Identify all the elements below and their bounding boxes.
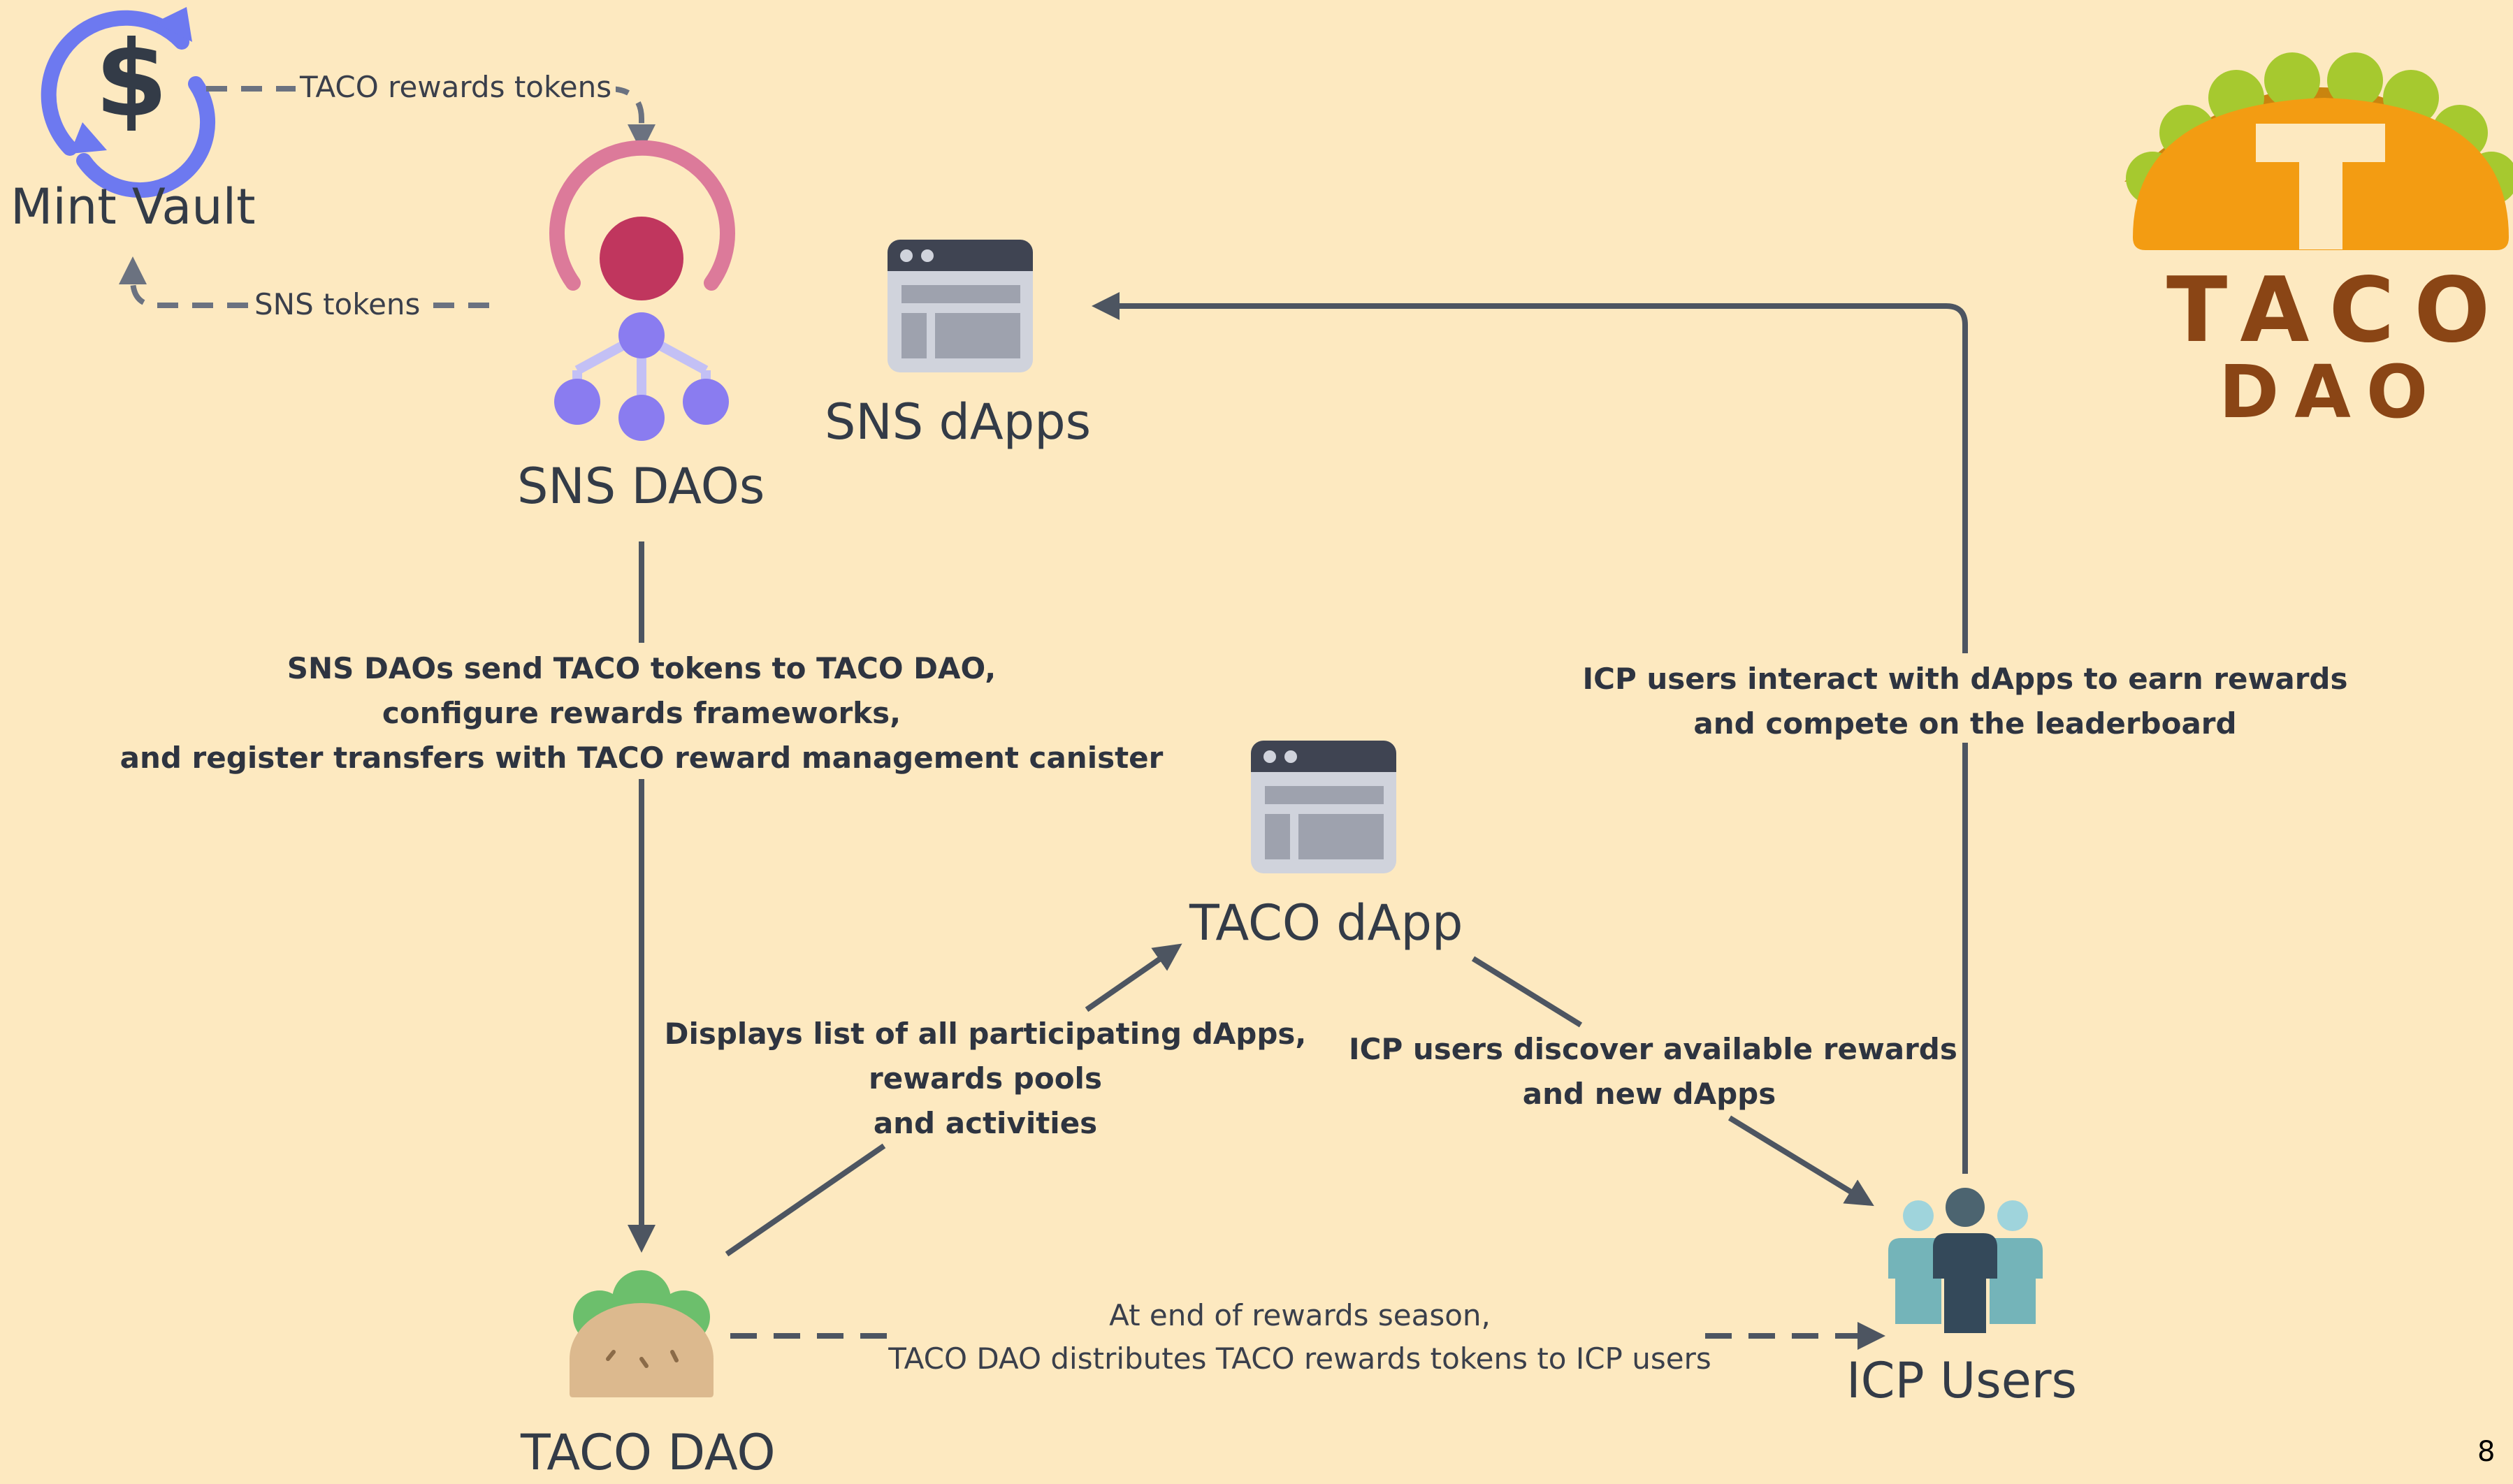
distribution-note-line: TACO DAO distributes TACO rewards tokens… <box>888 1341 1711 1376</box>
logo-word-taco: TACO <box>2166 259 2510 363</box>
taco-dapp-to-users-connector <box>1471 956 1874 1207</box>
taco-dao-logo <box>2124 52 2513 250</box>
taco-dapp-displays-note-line: Displays list of all participating dApps… <box>664 1017 1307 1051</box>
users-group-icon <box>1888 1188 2043 1333</box>
users-interact-note-line: ICP users interact with dApps to earn re… <box>1582 662 2348 696</box>
sns-to-taco-note: SNS DAOs send TACO tokens to TACO DAO, c… <box>119 646 1164 780</box>
taco-icon <box>570 1270 714 1397</box>
users-to-sns-dapps-connector <box>1092 292 1968 1174</box>
taco-dao-to-taco-dapp-connector <box>725 943 1182 1257</box>
users-interact-note: ICP users interact with dApps to earn re… <box>1574 657 2356 746</box>
sns-tokens-connector <box>119 256 489 308</box>
users-interact-note-line: and compete on the leaderboard <box>1693 706 2237 741</box>
sns-to-taco-note-line: SNS DAOs send TACO tokens to TACO DAO, <box>287 651 997 685</box>
taco-dapp-displays-note-line: and activities <box>873 1106 1098 1140</box>
sns-daos-label: SNS DAOs <box>517 458 765 515</box>
taco-dapp-window-icon <box>1251 741 1396 873</box>
page-number: 8 <box>2477 1436 2496 1468</box>
sns-dapps-label: SNS dApps <box>825 393 1092 451</box>
taco-dapp-displays-note-line: rewards pools <box>869 1061 1102 1096</box>
mint-vault-icon: $ <box>41 7 216 198</box>
taco-dao-label: TACO DAO <box>521 1424 776 1481</box>
users-discover-note-line: and new dApps <box>1522 1077 1776 1111</box>
taco-dapp-displays-note: Displays list of all participating dApps… <box>650 1012 1321 1146</box>
sns-dapps-window-icon <box>888 240 1033 372</box>
mint-vault-label: Mint Vault <box>10 178 256 235</box>
svg-text:$: $ <box>95 19 168 140</box>
taco-dapp-label: TACO dApp <box>1189 894 1463 952</box>
sns-to-taco-note-line: and register transfers with TACO reward … <box>120 741 1164 775</box>
taco-rewards-tokens-label: TACO rewards tokens <box>296 70 616 104</box>
sns-dao-icon <box>549 140 735 441</box>
distribution-note: At end of rewards season, TACO DAO distr… <box>882 1294 1718 1381</box>
users-discover-note-line: ICP users discover available rewards <box>1349 1032 1957 1066</box>
sns-tokens-label: SNS tokens <box>250 287 425 321</box>
logo-word-dao: DAO <box>2219 349 2444 435</box>
sns-to-taco-note-line: configure rewards frameworks, <box>382 696 901 730</box>
icp-users-label: ICP Users <box>1846 1352 2078 1409</box>
users-discover-note: ICP users discover available rewards and… <box>1349 1027 1957 1116</box>
distribution-note-line: At end of rewards season, <box>1109 1298 1491 1332</box>
